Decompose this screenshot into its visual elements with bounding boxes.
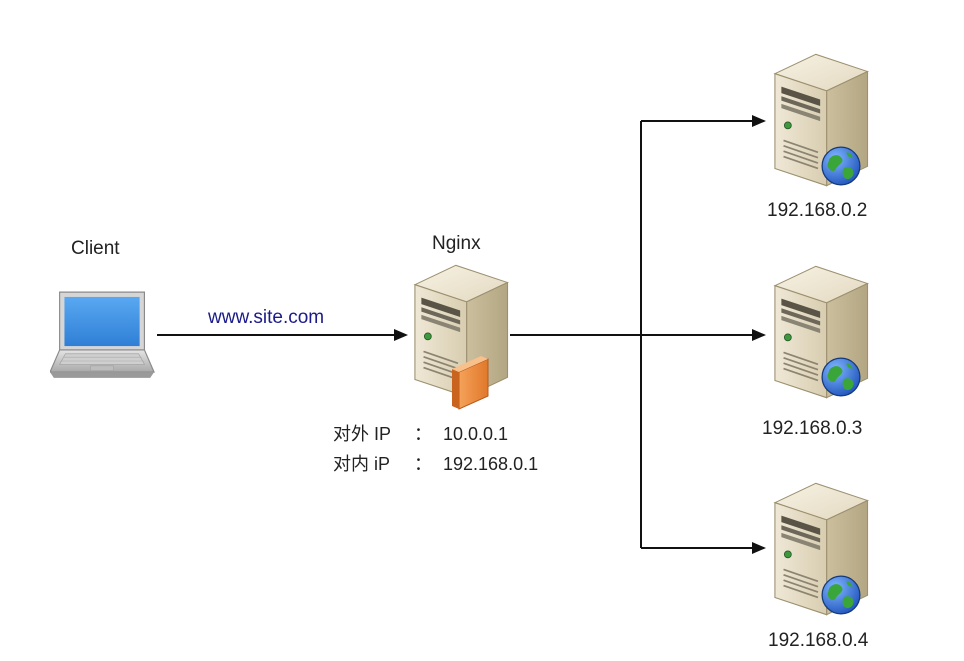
client-to-nginx-arrowhead <box>394 329 408 341</box>
external-ip-label: 对外 IP <box>333 424 392 444</box>
external-ip-separator: ： <box>414 424 432 444</box>
internal-ip-value: 192.168.0.1 <box>443 454 539 474</box>
branch-arrowhead-192-168-0-2 <box>752 115 766 127</box>
nginx-server-icon <box>414 264 509 410</box>
nginx-external-ip-row: 对外 IP ： 10.0.0.1 <box>333 420 508 446</box>
internal-ip-label: 对内 iP <box>333 454 391 474</box>
internal-ip-separator: ： <box>414 454 432 474</box>
backend-ip-label-3: 192.168.0.4 <box>768 630 869 651</box>
globe-icon <box>821 146 861 186</box>
backend-ip-label-1: 192.168.0.2 <box>767 200 868 221</box>
branch-arrowhead-192-168-0-3 <box>752 329 766 341</box>
client-laptop-icon <box>50 291 155 379</box>
backend-ip-label-2: 192.168.0.3 <box>762 418 863 439</box>
client-label: Client <box>71 238 120 259</box>
nginx-internal-ip-row: 对内 iP ： 192.168.0.1 <box>333 450 538 476</box>
backend-server-icon-192-168-0-3 <box>774 265 869 399</box>
branch-arrowhead-192-168-0-4 <box>752 542 766 554</box>
request-url-label: www.site.com <box>208 307 325 328</box>
nginx-label: Nginx <box>432 233 481 254</box>
external-ip-value: 10.0.0.1 <box>443 424 509 444</box>
backend-server-icon-192-168-0-4 <box>774 482 869 616</box>
backend-server-icon-192-168-0-2 <box>774 53 869 187</box>
globe-icon <box>821 575 861 615</box>
globe-icon <box>821 357 861 397</box>
